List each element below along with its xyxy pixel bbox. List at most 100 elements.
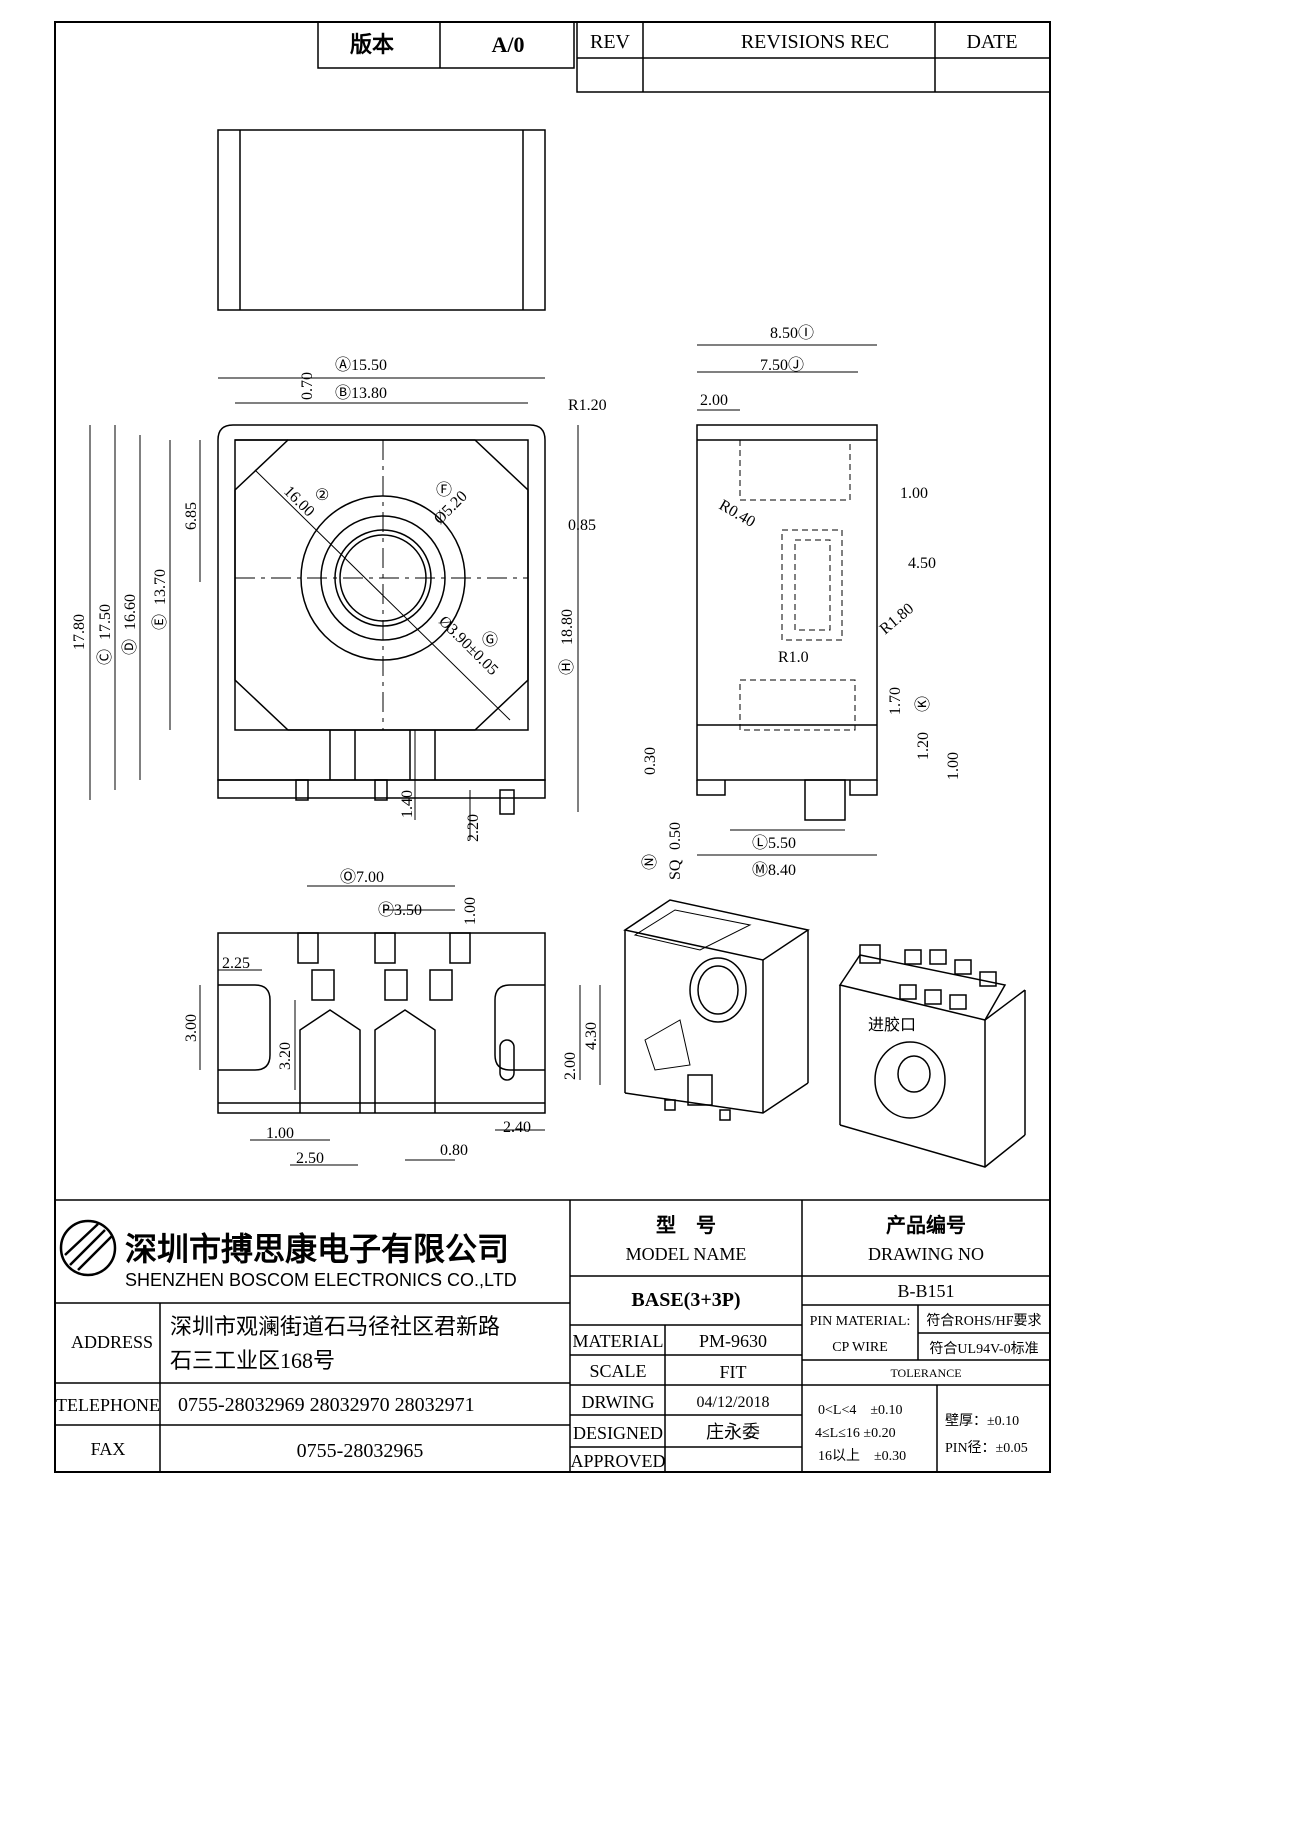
drawing-sheet: 版本 A/0 REV REVISIONS REC DATE bbox=[54, 21, 1051, 1473]
lid-view bbox=[217, 129, 546, 311]
dim-170: 1.70 bbox=[887, 687, 904, 715]
dim-1370: 13.70 bbox=[152, 569, 169, 605]
side-view bbox=[696, 344, 878, 856]
iso-view-open bbox=[623, 899, 810, 1121]
dim-100d: 1.00 bbox=[266, 1125, 294, 1142]
approved-label: APPROVED bbox=[570, 1451, 665, 1471]
dim-100b: 1.00 bbox=[945, 752, 962, 780]
dim-k: Ⓚ bbox=[914, 696, 932, 712]
drwing-label: DRWING bbox=[582, 1392, 655, 1412]
dim-070: 0.70 bbox=[299, 372, 316, 400]
scale-label: SCALE bbox=[589, 1361, 646, 1381]
rohs-note: 符合ROHS/HF要求 bbox=[926, 1313, 1041, 1329]
drawing-no-value: B-B151 bbox=[897, 1281, 954, 1301]
company-name-en: SHENZHEN BOSCOM ELECTRONICS CO.,LTD bbox=[125, 1270, 517, 1290]
dim-085: 0.85 bbox=[568, 517, 596, 534]
title-block-text: 深圳市搏思康电子有限公司 SHENZHEN BOSCOM ELECTRONICS… bbox=[56, 1213, 1042, 1471]
dim-320: 3.20 bbox=[277, 1042, 294, 1070]
dim-450: 4.50 bbox=[908, 555, 936, 572]
dim-n: Ⓝ bbox=[641, 854, 659, 870]
dim-1780: 17.80 bbox=[71, 614, 88, 650]
dim-j: 7.50Ⓙ bbox=[760, 356, 804, 374]
dim-100c: 1.00 bbox=[462, 897, 479, 925]
drawing-no-label-en: DRAWING NO bbox=[868, 1244, 984, 1264]
dim-f: Ⓕ bbox=[436, 481, 452, 499]
dim-200b: 2.00 bbox=[562, 1052, 579, 1080]
drawing-no-label-cn: 产品编号 bbox=[886, 1213, 966, 1237]
dim-c: Ⓒ bbox=[96, 649, 114, 665]
company-logo bbox=[59, 1219, 117, 1277]
dim-1880: 18.80 bbox=[559, 609, 576, 645]
bottom-view-labels: Ⓞ7.00 Ⓟ3.50 1.00 2.25 3.00 3.20 2.00 4.3… bbox=[183, 868, 600, 1167]
model-label-cn: 型 号 bbox=[656, 1214, 716, 1237]
dim-300: 3.00 bbox=[183, 1014, 200, 1042]
fax-label: FAX bbox=[91, 1439, 126, 1459]
dim-m: Ⓜ8.40 bbox=[752, 861, 796, 879]
fax-value: 0755-28032965 bbox=[297, 1440, 424, 1462]
dim-200: 2.00 bbox=[700, 392, 728, 409]
company-name-cn: 深圳市搏思康电子有限公司 bbox=[125, 1231, 509, 1267]
pin-material-label: PIN MATERIAL: bbox=[810, 1314, 911, 1329]
dim-n2: ② bbox=[315, 487, 329, 504]
dim-120: 1.20 bbox=[915, 732, 932, 760]
top-view bbox=[89, 377, 579, 840]
dim-240: 2.40 bbox=[503, 1119, 531, 1136]
scale-value: FIT bbox=[720, 1362, 747, 1382]
pin-dia-tolerance: PIN径：±0.05 bbox=[945, 1440, 1028, 1456]
dim-i: 8.50Ⓘ bbox=[770, 324, 814, 342]
telephone-label: TELEPHONE bbox=[56, 1395, 160, 1415]
tolerance-1: 0<L<4 ±0.10 bbox=[818, 1403, 903, 1418]
designed-value: 庄永委 bbox=[706, 1422, 760, 1442]
dim-1660: 16.60 bbox=[122, 594, 139, 630]
bottom-view bbox=[199, 885, 601, 1166]
dim-225: 2.25 bbox=[222, 955, 250, 972]
dim-080: 0.80 bbox=[440, 1142, 468, 1159]
dim-o: Ⓞ7.00 bbox=[340, 868, 384, 886]
dim-sq: SQ bbox=[667, 859, 684, 880]
dim-r120: R1.20 bbox=[568, 397, 607, 414]
address-label: ADDRESS bbox=[71, 1332, 153, 1352]
dim-100a: 1.00 bbox=[900, 485, 928, 502]
address-line1: 深圳市观澜街道石马径社区君新路 bbox=[170, 1314, 500, 1339]
dim-220: 2.20 bbox=[465, 814, 482, 842]
revision-table: REV REVISIONS REC DATE bbox=[576, 21, 1051, 93]
dim-b: Ⓑ13.80 bbox=[335, 384, 387, 402]
dim-p: Ⓟ3.50 bbox=[378, 901, 422, 919]
model-value: BASE(3+3P) bbox=[631, 1289, 740, 1311]
top-view-labels: Ⓐ15.50 Ⓑ13.80 0.70 R1.20 6.85 ② 16.00 Ⓕ … bbox=[71, 356, 607, 842]
dim-685: 6.85 bbox=[183, 502, 200, 530]
drwing-value: 04/12/2018 bbox=[697, 1394, 770, 1411]
dim-030: 0.30 bbox=[642, 747, 659, 775]
iso-view-base: 进胶口 bbox=[838, 944, 1026, 1168]
dim-250: 2.50 bbox=[296, 1150, 324, 1167]
dim-g: Ⓖ bbox=[482, 631, 498, 649]
dim-e: Ⓔ bbox=[151, 614, 169, 630]
dim-050: 0.50 bbox=[667, 822, 684, 850]
dim-r10: R1.0 bbox=[778, 649, 809, 666]
side-view-labels: 8.50Ⓘ 7.50Ⓙ 2.00 1.00 R0.40 4.50 R1.80 R… bbox=[641, 324, 962, 880]
dim-l: Ⓛ5.50 bbox=[752, 834, 796, 852]
wall-tolerance: 壁厚：±0.10 bbox=[945, 1413, 1019, 1429]
tolerance-label: TOLERANCE bbox=[890, 1366, 961, 1380]
ul-note: 符合UL94V-0标准 bbox=[929, 1341, 1038, 1357]
dim-d: Ⓓ bbox=[121, 639, 139, 655]
dim-r040: R0.40 bbox=[716, 497, 758, 531]
rev-label: REV bbox=[590, 31, 631, 53]
revisions-label: REVISIONS REC bbox=[741, 31, 889, 53]
address-line2: 石三工业区168号 bbox=[170, 1348, 335, 1373]
version-table: 版本 A/0 bbox=[317, 21, 575, 69]
dim-r180: R1.80 bbox=[877, 600, 918, 638]
dim-1600: 16.00 bbox=[280, 483, 317, 520]
model-label-en: MODEL NAME bbox=[626, 1244, 747, 1264]
title-block bbox=[55, 1199, 1050, 1472]
material-label: MATERIAL bbox=[573, 1331, 664, 1351]
version-label: 版本 bbox=[350, 32, 394, 57]
dim-140: 1.40 bbox=[399, 790, 416, 818]
dim-a: Ⓐ15.50 bbox=[335, 356, 387, 374]
designed-label: DESIGNED bbox=[573, 1423, 663, 1443]
dim-430: 4.30 bbox=[583, 1022, 600, 1050]
date-label: DATE bbox=[966, 31, 1017, 53]
dim-1750: 17.50 bbox=[97, 604, 114, 640]
dim-h: Ⓗ bbox=[558, 659, 576, 675]
material-value: PM-9630 bbox=[699, 1331, 767, 1351]
